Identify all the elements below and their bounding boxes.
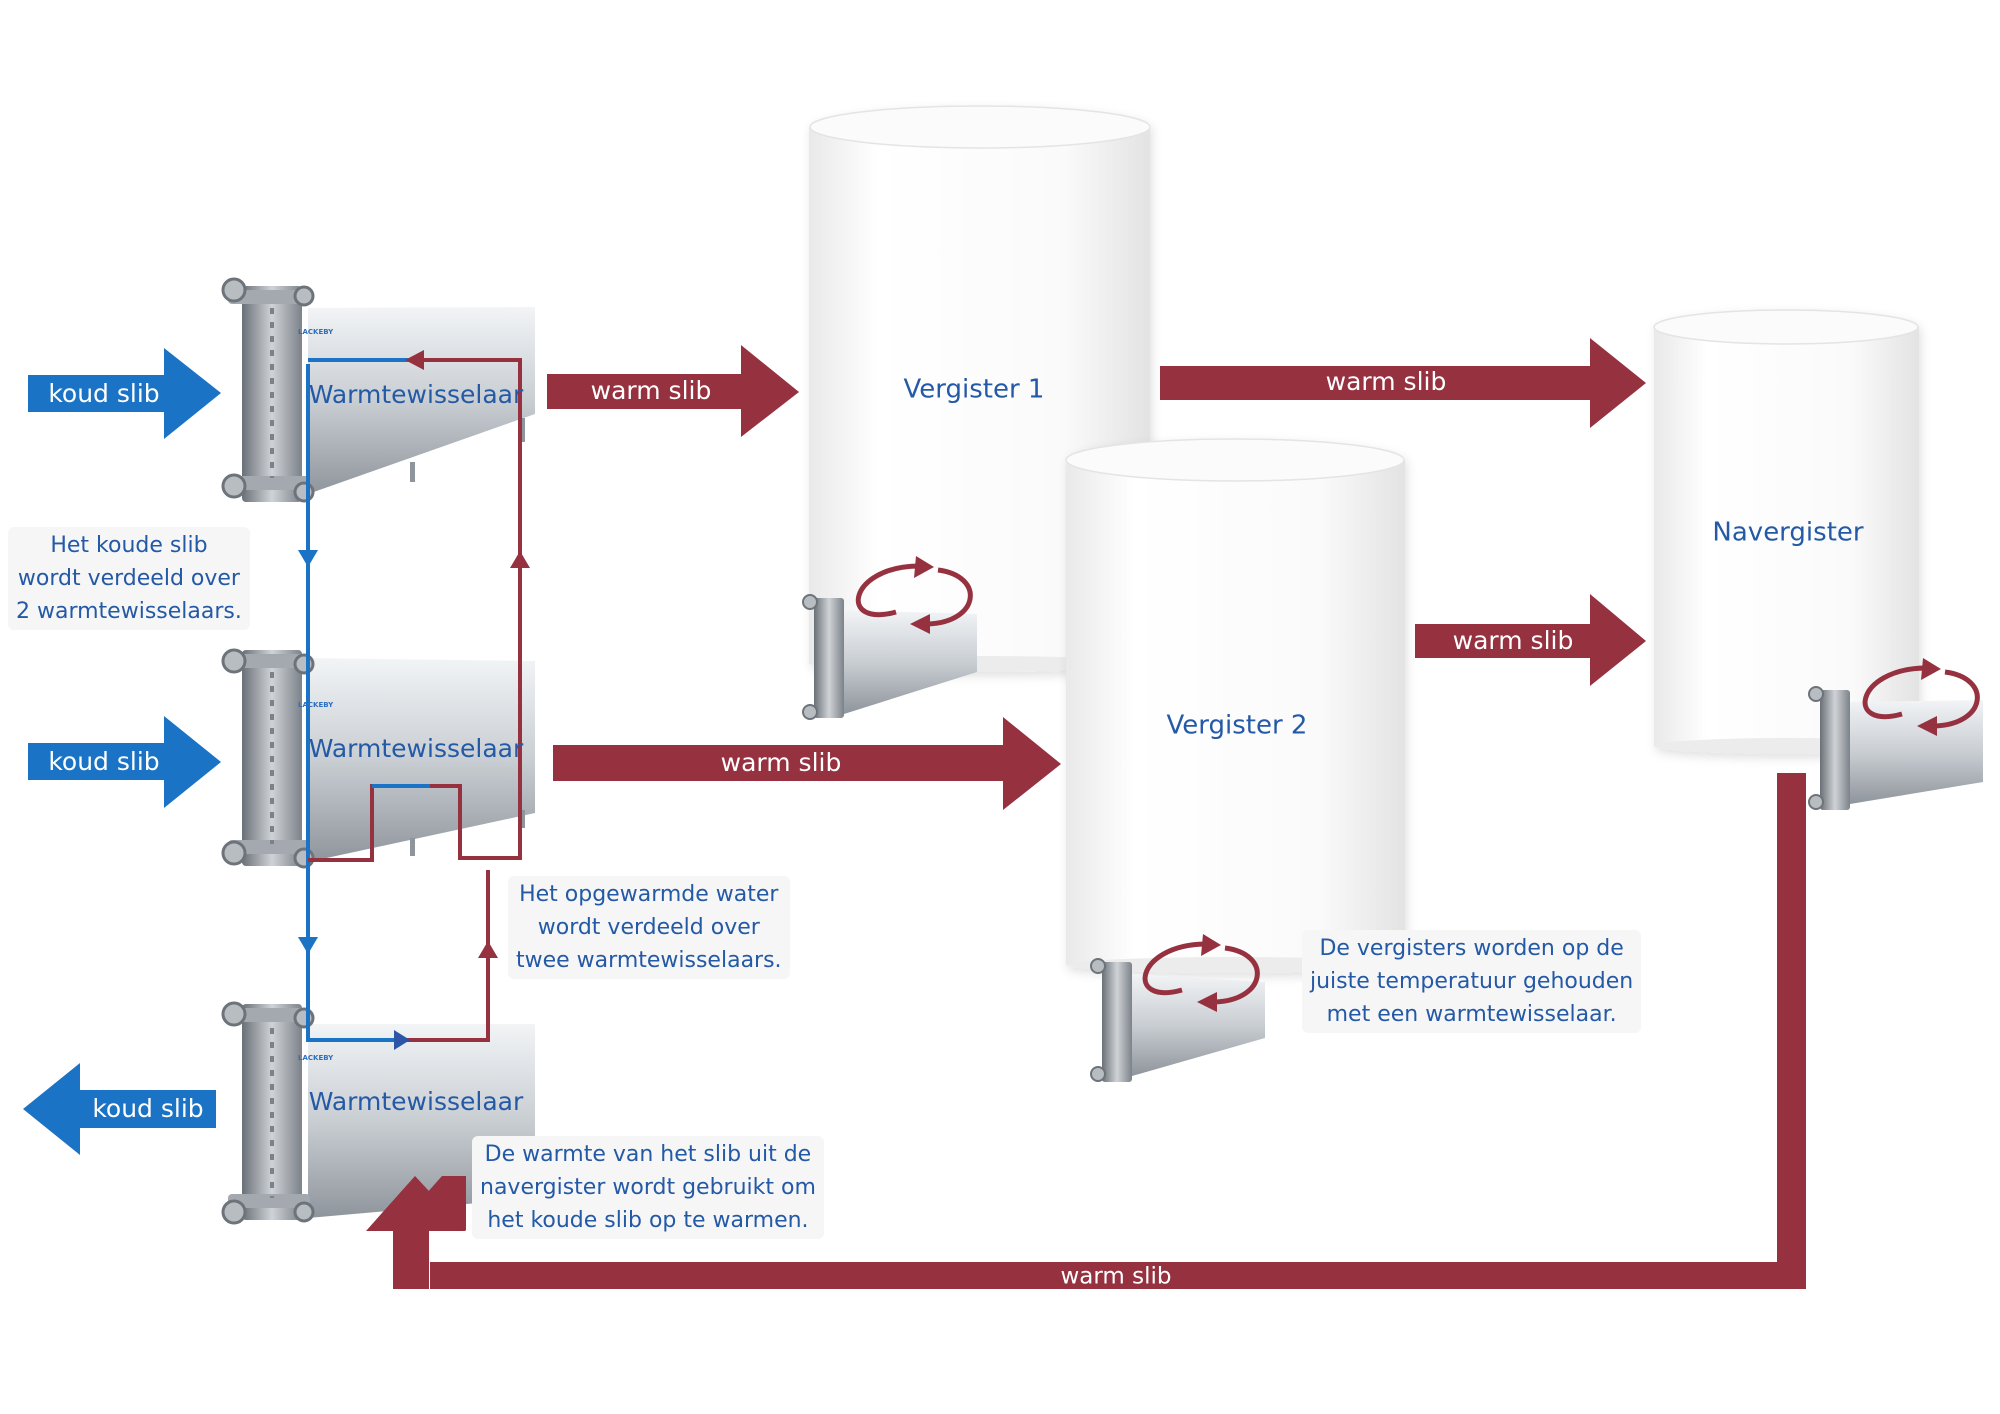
arrow-label-warm-slib-3: warm slib	[1326, 367, 1447, 396]
arrow-label-koud-slib-in-2: koud slib	[48, 747, 159, 776]
heat-exchanger-label-2: Warmtewisselaar	[309, 734, 524, 763]
flow-arrowhead-blue-3	[394, 1030, 410, 1050]
tank-label-navergister: Navergister	[1712, 518, 1863, 548]
small-heat-exchanger-nav	[1808, 686, 1983, 810]
tank-vergister-1	[809, 105, 1151, 672]
arrow-warm-slib-return: warm slib	[366, 773, 1806, 1290]
note-cold-split: Het koude slib wordt verdeeld over 2 war…	[8, 527, 250, 630]
brand-logo-3: LACKEBY	[298, 1054, 334, 1062]
arrow-warm-slib-v1-to-navergister: warm slib	[1160, 338, 1646, 428]
brand-logo-2: LACKEBY	[298, 701, 334, 709]
small-heat-exchanger-v2	[1090, 958, 1265, 1082]
tank-vergister-2	[1065, 438, 1405, 973]
note-digesters-line-1: De vergisters worden op de	[1319, 936, 1624, 961]
arrow-label-warm-slib-5: warm slib	[1060, 1264, 1171, 1290]
flow-arrowhead-red-2	[478, 941, 498, 958]
heat-exchanger-2	[221, 648, 535, 869]
arrow-label-warm-slib-1: warm slib	[591, 376, 712, 405]
note-water-split-line-2: wordt verdeeld over	[537, 915, 760, 940]
arrow-warm-slib-v2-to-navergister: warm slib	[1415, 594, 1646, 686]
note-cold-split-line-1: Het koude slib	[50, 533, 208, 558]
tank-navergister	[1653, 309, 1919, 754]
small-heat-exchanger-v1	[802, 594, 977, 720]
heat-exchanger-label-1: Warmtewisselaar	[309, 380, 524, 409]
arrow-koud-slib-out: koud slib	[23, 1063, 216, 1155]
arrow-label-warm-slib-4: warm slib	[1453, 626, 1574, 655]
flow-arrowhead-red-1	[510, 551, 530, 568]
note-heat-reuse-line-1: De warmte van het slib uit de	[484, 1142, 812, 1167]
note-water-split-line-1: Het opgewarmde water	[519, 882, 779, 907]
circulation-icon-v2	[1142, 934, 1260, 1012]
flow-arrowhead-blue-2	[298, 937, 318, 954]
arrow-label-koud-slib-in-1: koud slib	[48, 379, 159, 408]
note-water-split-line-3: twee warmtewisselaars.	[516, 948, 782, 973]
note-digesters: De vergisters worden op de juiste temper…	[1302, 930, 1642, 1033]
note-heat-reuse-line-2: navergister wordt gebruikt om	[480, 1175, 816, 1200]
arrow-label-koud-slib-out: koud slib	[92, 1094, 203, 1123]
flow-arrowhead-red-3	[405, 350, 424, 370]
tank-label-vergister-1: Vergister 1	[904, 375, 1045, 405]
note-heat-reuse-line-3: het koude slib op te warmen.	[487, 1208, 809, 1233]
heat-exchanger-1	[221, 277, 535, 503]
flow-arrowhead-blue-1	[298, 550, 318, 567]
note-digesters-line-2: juiste temperatuur gehouden	[1310, 969, 1634, 994]
circulation-icon-nav	[1862, 658, 1980, 736]
arrow-label-warm-slib-2: warm slib	[721, 748, 842, 777]
note-water-split: Het opgewarmde water wordt verdeeld over…	[508, 876, 790, 979]
arrow-koud-slib-in-1: koud slib	[28, 348, 221, 439]
circulation-icon-v1	[855, 556, 973, 634]
note-cold-split-line-3: 2 warmtewisselaars.	[16, 599, 242, 624]
arrow-koud-slib-in-2: koud slib	[28, 716, 221, 808]
note-heat-reuse: De warmte van het slib uit de navergiste…	[472, 1136, 824, 1239]
note-digesters-line-3: met een warmtewisselaar.	[1326, 1002, 1617, 1027]
heat-exchanger-label-3: Warmtewisselaar	[309, 1087, 524, 1116]
water-circuit	[306, 358, 522, 1042]
tank-label-vergister-2: Vergister 2	[1167, 711, 1308, 741]
arrow-warm-slib-to-vergister-2: warm slib	[553, 717, 1061, 810]
note-cold-split-line-2: wordt verdeeld over	[17, 566, 240, 591]
arrow-warm-slib-to-vergister-1: warm slib	[547, 345, 799, 437]
brand-logo-1: LACKEBY	[298, 328, 334, 336]
